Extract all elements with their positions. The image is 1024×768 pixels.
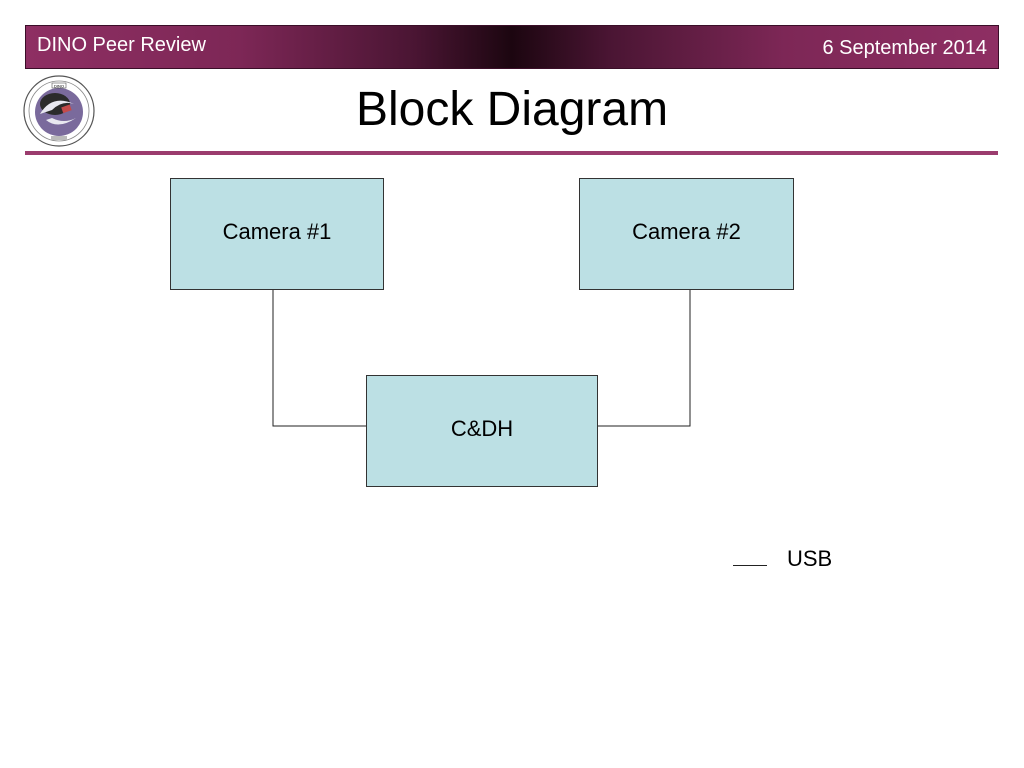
usb-link-camera2-cdh bbox=[598, 290, 691, 427]
dino-logo-icon: DINO bbox=[23, 75, 95, 147]
title-divider bbox=[25, 151, 998, 155]
camera-2-label: Camera #2 bbox=[632, 219, 741, 244]
camera-1-label: Camera #1 bbox=[222, 219, 332, 244]
header-banner: DINO Peer Review 6 September 2014 bbox=[25, 25, 999, 69]
cdh-block: C&DH bbox=[366, 375, 598, 487]
presentation-title: DINO Peer Review bbox=[37, 34, 206, 56]
page-title: Block Diagram bbox=[355, 83, 669, 136]
camera-2-block: Camera #2 bbox=[579, 178, 794, 290]
usb-link-camera1-cdh bbox=[272, 290, 366, 427]
legend-usb-label: USB bbox=[787, 546, 833, 571]
legend-usb-line bbox=[733, 565, 767, 566]
logo-text: DINO bbox=[54, 83, 64, 88]
camera-1-block: Camera #1 bbox=[170, 178, 384, 290]
presentation-date: 6 September 2014 bbox=[822, 37, 987, 59]
cdh-label: C&DH bbox=[450, 416, 514, 441]
